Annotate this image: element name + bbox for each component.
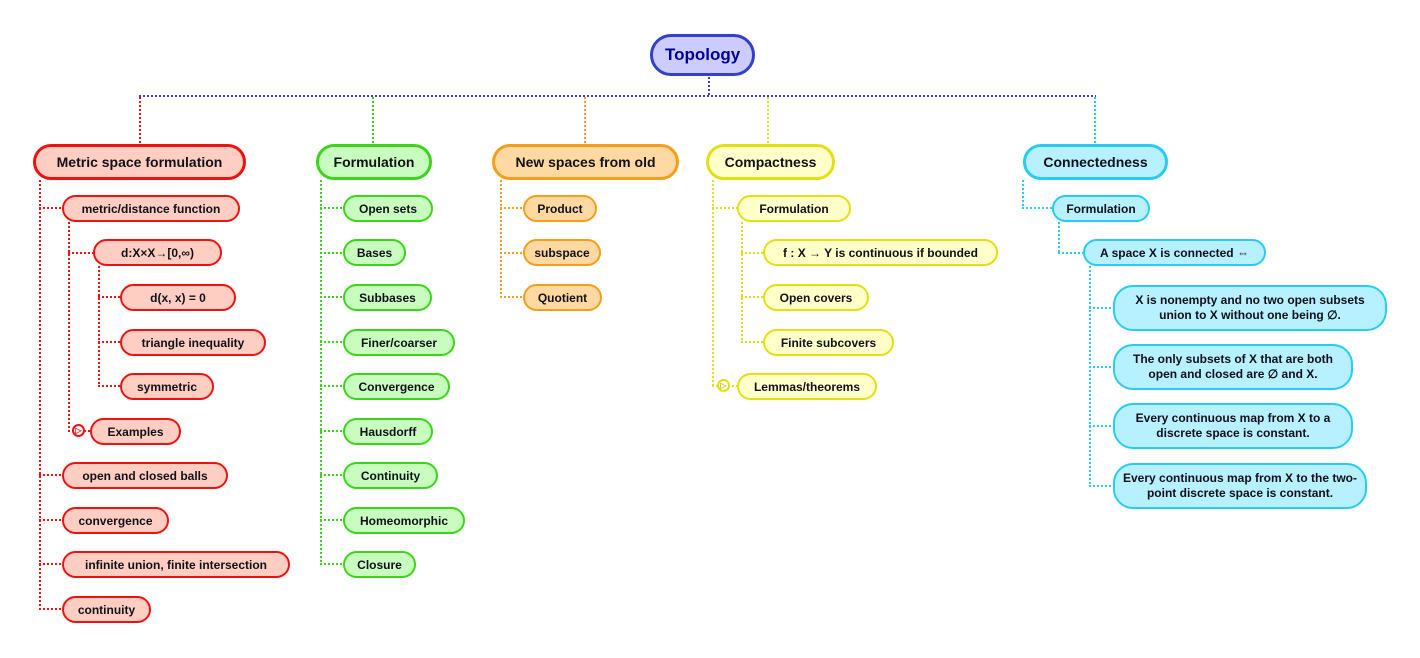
connector-stub [1058, 252, 1083, 254]
connector-stub [98, 296, 120, 298]
node-infinite-union-finite-intersection[interactable]: infinite union, finite intersection [62, 551, 290, 578]
connector-branch-drop [1094, 97, 1096, 144]
node-compactness-formulation[interactable]: Formulation [737, 195, 851, 222]
node-quotient[interactable]: Quotient [523, 284, 602, 311]
node-open-sets[interactable]: Open sets [343, 195, 433, 222]
node-triangle-inequality[interactable]: triangle inequality [120, 329, 266, 356]
connector-stub [320, 207, 343, 209]
connector-rail [39, 180, 41, 610]
connector-rail [712, 180, 714, 387]
node-subbases[interactable]: Subbases [343, 284, 432, 311]
node-continuity-metric[interactable]: continuity [62, 596, 151, 623]
connector-stub [39, 608, 62, 610]
connector-stub [320, 385, 343, 387]
node-d-x-x-zero[interactable]: d(x, x) = 0 [120, 284, 236, 311]
connector-trunk [139, 95, 1096, 97]
connector-rail [320, 180, 322, 565]
connector-stub [741, 252, 763, 254]
connector-stub [1022, 207, 1052, 209]
connector-stub [320, 563, 343, 565]
node-map-discrete-constant[interactable]: Every continuous map from X to a discret… [1113, 403, 1353, 449]
node-topology-root[interactable]: Topology [650, 34, 756, 76]
connector-branch-drop [767, 97, 769, 144]
connector-stub [320, 252, 343, 254]
connector-rail [741, 222, 743, 343]
connector-stub [39, 474, 62, 476]
branch-formulation[interactable]: Formulation [316, 144, 432, 180]
connector-branch-drop [584, 97, 586, 144]
connector-stub [741, 296, 763, 298]
connector-stub [500, 207, 523, 209]
connector-stub [39, 207, 62, 209]
node-lemmas-theorems[interactable]: Lemmas/theorems [737, 373, 877, 400]
connector-stub [1089, 485, 1113, 487]
connector-stub [1089, 425, 1113, 427]
connector-stub [39, 519, 62, 521]
node-convergence-metric[interactable]: convergence [62, 507, 169, 534]
connector-stub [39, 563, 62, 565]
collapsed-toggle-icon[interactable]: ▷ [72, 424, 85, 437]
node-nonempty-no-union[interactable]: X is nonempty and no two open subsets un… [1113, 285, 1387, 331]
connector-root-drop [708, 77, 710, 96]
connector-branch-drop [372, 97, 374, 144]
node-symmetric[interactable]: symmetric [120, 373, 214, 400]
node-map-two-point-constant[interactable]: Every continuous map from X to the two-p… [1113, 463, 1367, 509]
connector-stub [320, 430, 343, 432]
node-finite-subcovers[interactable]: Finite subcovers [763, 329, 894, 356]
node-only-clopen-subsets[interactable]: The only subsets of X that are both open… [1113, 344, 1353, 390]
connector-stub [320, 474, 343, 476]
node-open-covers[interactable]: Open covers [763, 284, 869, 311]
node-connectedness-formulation[interactable]: Formulation [1052, 195, 1150, 222]
connector-stub [1089, 366, 1113, 368]
node-product[interactable]: Product [523, 195, 597, 222]
node-space-connected-iff[interactable]: A space X is connected ⇔ [1083, 239, 1266, 266]
connector-rail [1058, 222, 1060, 253]
node-metric-definition[interactable]: d:X×X→[0,∞) [93, 239, 222, 266]
collapsed-toggle-icon[interactable]: ▷ [717, 379, 730, 392]
connector-stub [98, 341, 120, 343]
connector-stub [320, 341, 343, 343]
node-closure[interactable]: Closure [343, 551, 416, 578]
branch-new-spaces-from-old[interactable]: New spaces from old [492, 144, 679, 180]
node-open-and-closed-balls[interactable]: open and closed balls [62, 462, 228, 489]
connector-rail [1089, 266, 1091, 486]
connector-stub [68, 252, 93, 254]
connector-stub [712, 207, 737, 209]
connector-stub [741, 341, 763, 343]
node-finer-coarser[interactable]: Finer/coarser [343, 329, 455, 356]
node-metric-distance-function[interactable]: metric/distance function [62, 195, 240, 222]
node-continuous-if-bounded[interactable]: f : X → Y is continuous if bounded [763, 239, 998, 266]
connector-rail [68, 222, 70, 432]
connector-stub [98, 385, 120, 387]
connector-stub [320, 296, 343, 298]
branch-compactness[interactable]: Compactness [706, 144, 835, 180]
connector-branch-drop [139, 97, 141, 144]
connector-rail [1022, 180, 1024, 208]
connector-stub [500, 296, 523, 298]
node-examples[interactable]: Examples [90, 418, 181, 445]
connector-stub [500, 252, 523, 254]
node-homeomorphic[interactable]: Homeomorphic [343, 507, 465, 534]
connector-stub [1089, 307, 1113, 309]
connector-stub [320, 519, 343, 521]
branch-connectedness[interactable]: Connectedness [1023, 144, 1168, 180]
connector-rail [500, 180, 502, 298]
node-convergence[interactable]: Convergence [343, 373, 450, 400]
branch-metric-space-formulation[interactable]: Metric space formulation [33, 144, 246, 180]
node-hausdorff[interactable]: Hausdorff [343, 418, 433, 445]
node-subspace[interactable]: subspace [523, 239, 601, 266]
connector-rail [98, 266, 100, 387]
node-continuity[interactable]: Continuity [343, 462, 438, 489]
node-bases[interactable]: Bases [343, 239, 406, 266]
